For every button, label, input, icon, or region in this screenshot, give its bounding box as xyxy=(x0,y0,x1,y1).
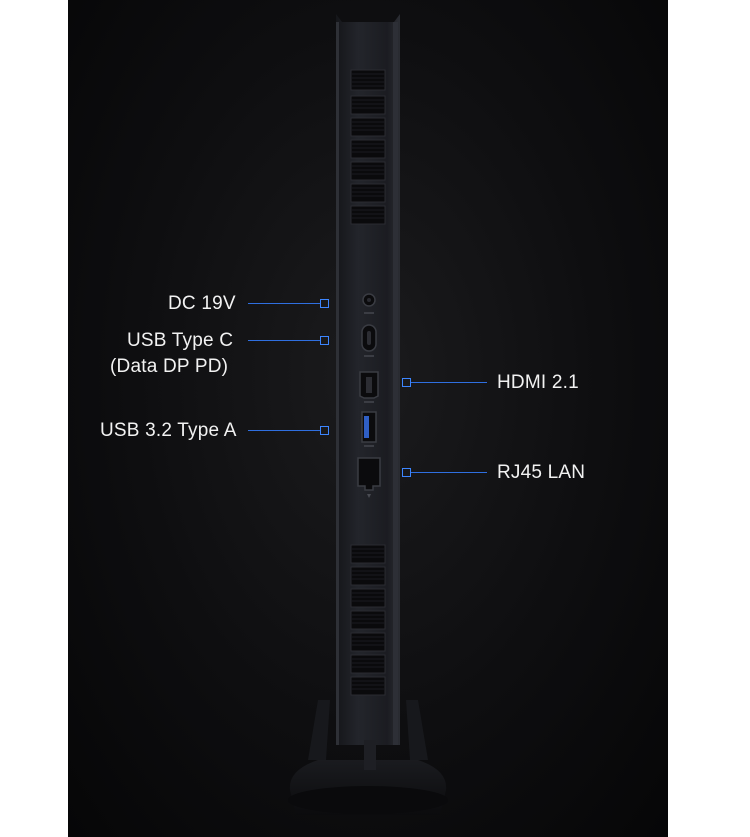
hdmi-label: HDMI 2.1 xyxy=(497,372,579,393)
usb-c-label: USB Type C xyxy=(127,330,234,351)
dc-19v-marker xyxy=(320,299,329,308)
bottom-vents xyxy=(350,544,386,696)
usb-c-sublabel: (Data DP PD) xyxy=(110,356,229,377)
hdmi-callout-line xyxy=(411,382,487,383)
usb-c-callout-line xyxy=(248,340,320,341)
dc-port xyxy=(362,293,376,314)
usb-c-marker xyxy=(320,336,329,345)
rj45-label: RJ45 LAN xyxy=(497,462,586,483)
usb-c-port xyxy=(361,324,377,357)
hdmi-marker xyxy=(402,378,411,387)
usb-a-callout-line xyxy=(248,430,320,431)
usb-a-label: USB 3.2 Type A xyxy=(100,420,237,441)
usb-a-marker xyxy=(320,426,329,435)
dc-19v-label: DC 19V xyxy=(168,293,236,314)
usb-a-port xyxy=(361,411,377,447)
rj45-port xyxy=(357,457,381,498)
stand-riser xyxy=(308,700,330,760)
rj45-callout-line xyxy=(411,472,487,473)
mini-pc-side-view xyxy=(288,14,448,815)
hdmi-port xyxy=(359,371,379,403)
dc-19v-callout-line xyxy=(248,303,320,304)
rj45-marker xyxy=(402,468,411,477)
product-photo xyxy=(68,0,668,837)
